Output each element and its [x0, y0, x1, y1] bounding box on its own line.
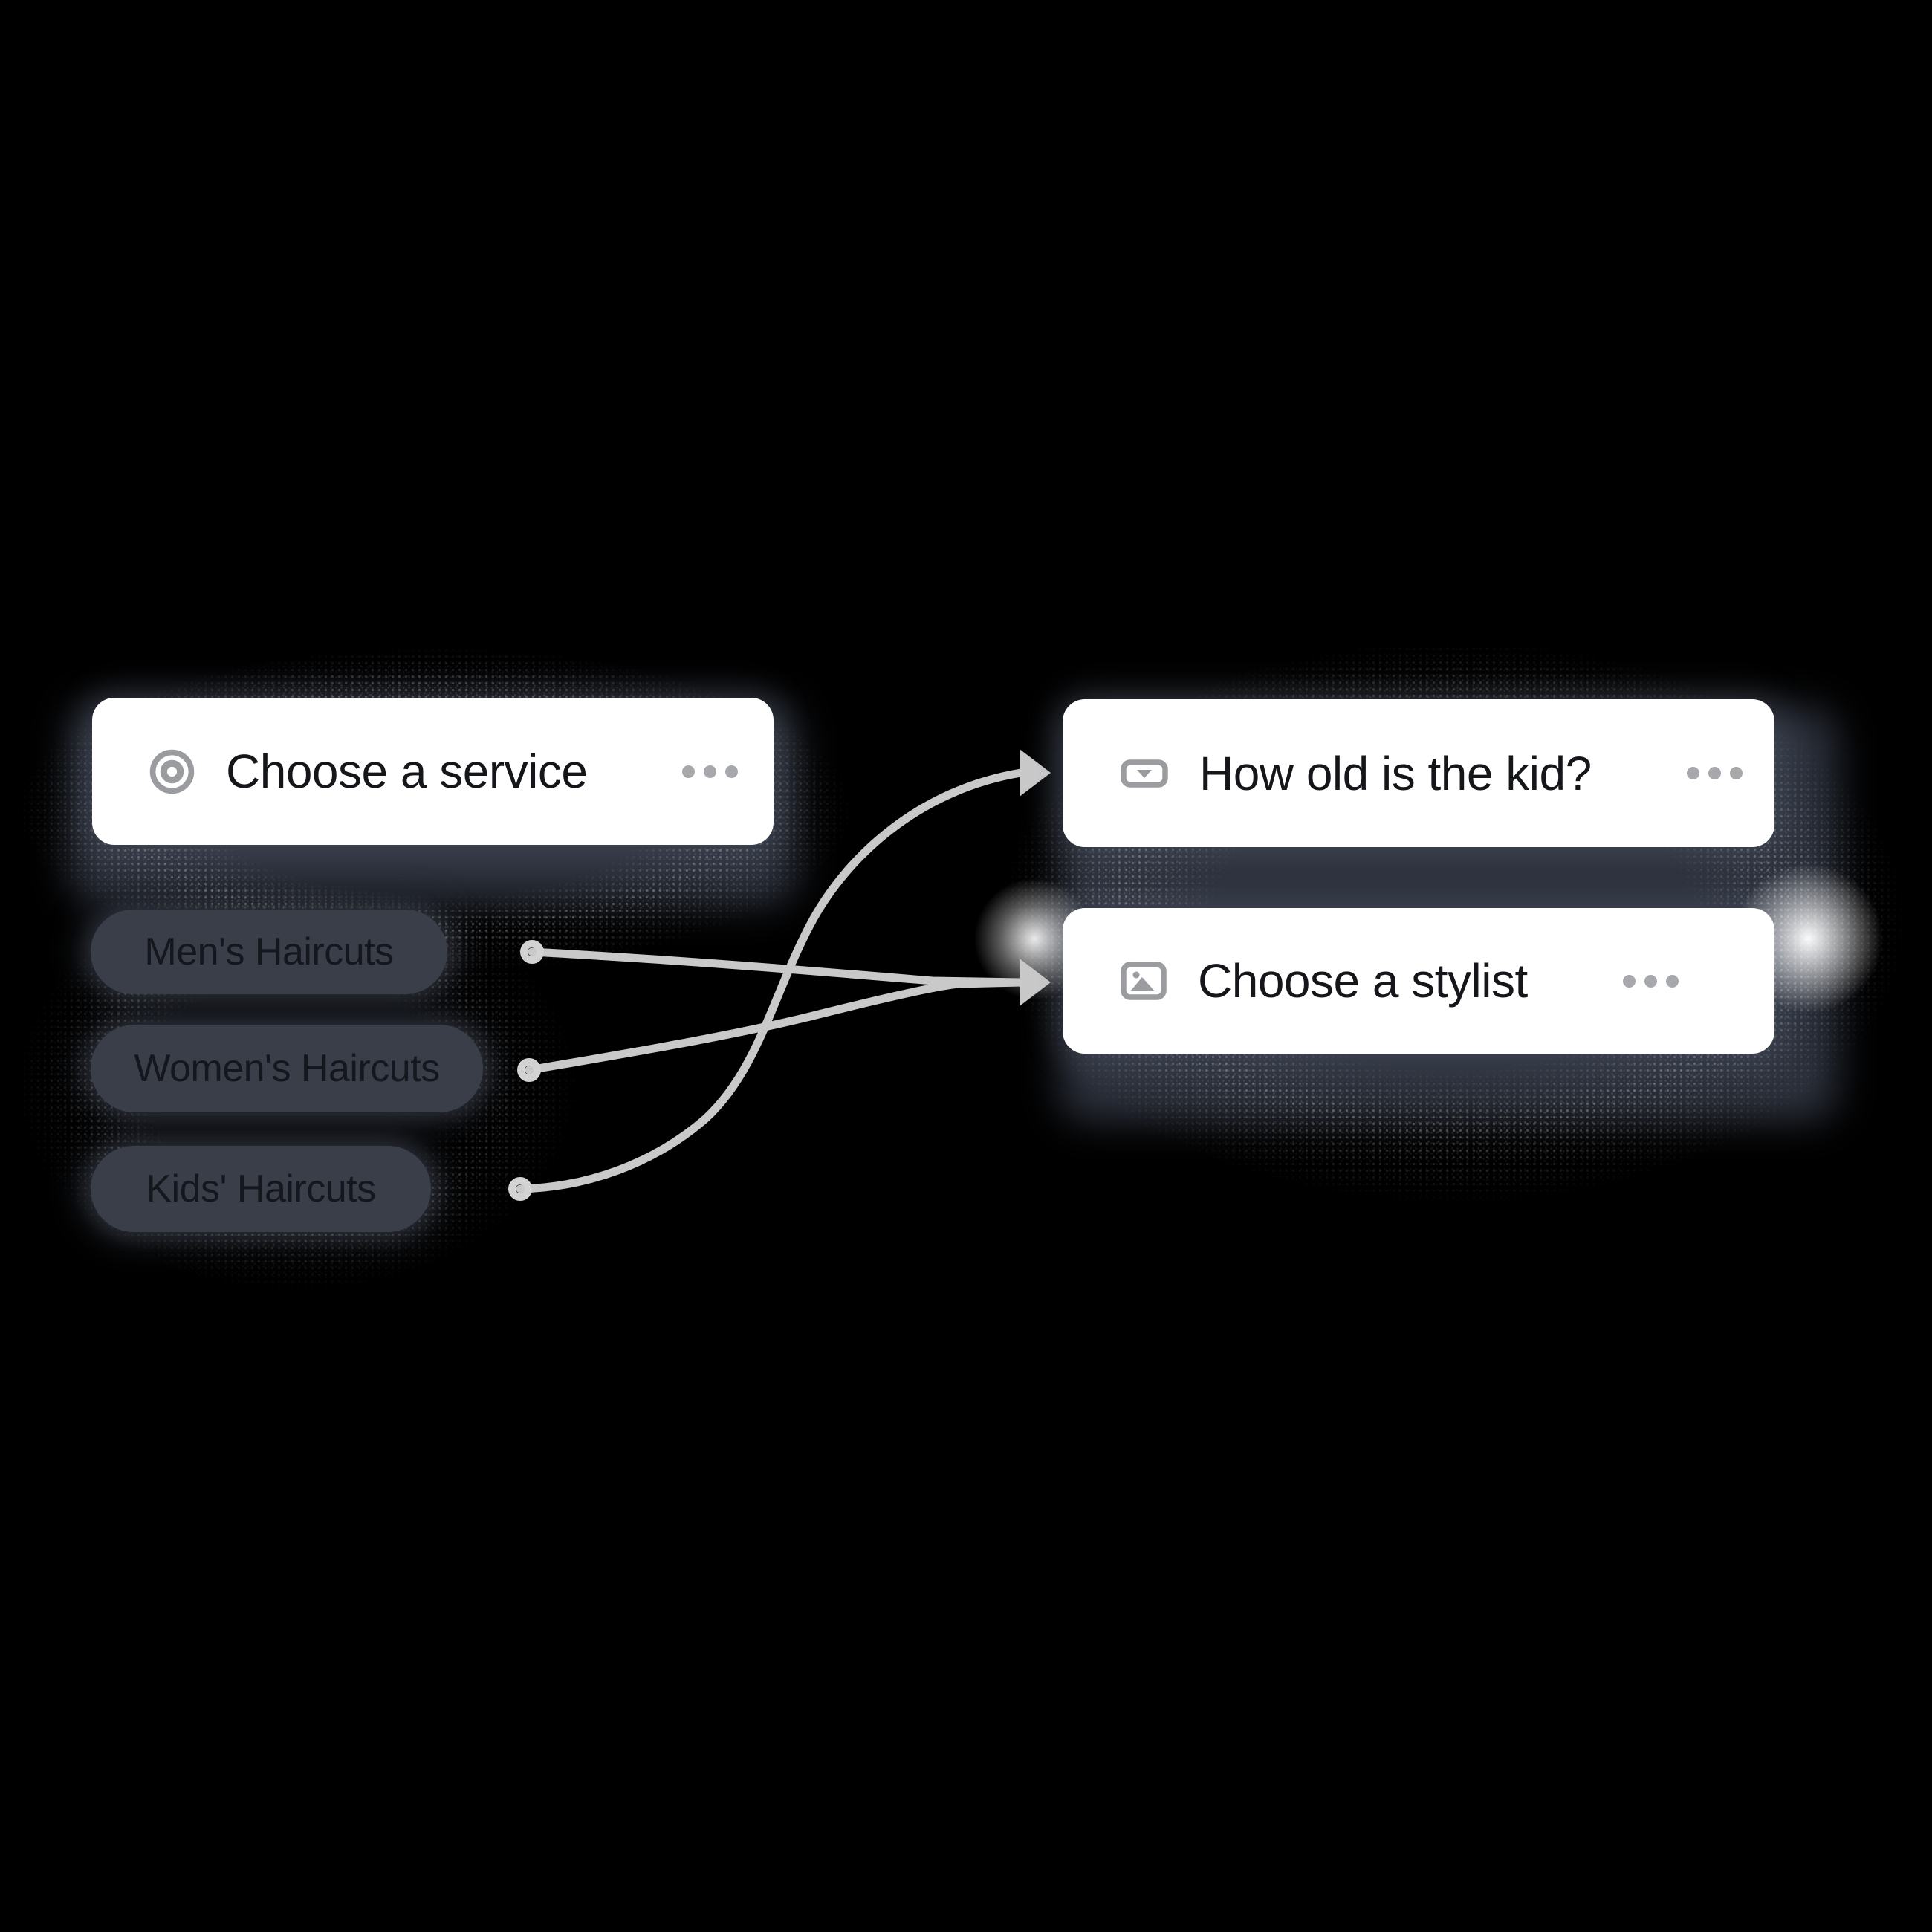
arrowhead-to-kid-age — [1020, 749, 1051, 797]
connector-line-mens-to-stylist — [528, 947, 1025, 987]
more-options-icon[interactable] — [1686, 767, 1743, 779]
arrowhead-to-stylist — [1020, 959, 1051, 1006]
node-card-kid-age[interactable]: How old is the kid? — [1063, 699, 1774, 847]
image-icon — [1121, 962, 1167, 1000]
choice-pill-kids-haircuts[interactable]: Kids' Haircuts — [91, 1146, 431, 1232]
node-title: Choose a service — [226, 745, 588, 798]
node-title: How old is the kid? — [1199, 746, 1592, 800]
choice-label: Kids' Haircuts — [146, 1167, 376, 1210]
connector-line-womens-to-stylist — [525, 978, 1025, 1074]
more-options-icon[interactable] — [1622, 974, 1679, 988]
choice-label: Men's Haircuts — [144, 930, 394, 973]
target-icon — [149, 749, 195, 794]
choice-pill-womens-haircuts[interactable]: Women's Haircuts — [91, 1025, 483, 1112]
choice-label: Women's Haircuts — [134, 1047, 440, 1090]
connector-port-womens[interactable] — [517, 1058, 541, 1082]
more-options-icon[interactable] — [682, 765, 739, 778]
connector-port-mens[interactable] — [520, 940, 544, 964]
node-card-stylist[interactable]: Choose a stylist — [1063, 908, 1774, 1054]
choice-pill-mens-haircuts[interactable]: Men's Haircuts — [91, 910, 447, 994]
node-title: Choose a stylist — [1198, 954, 1528, 1008]
connector-line-kids-to-kid-age — [516, 768, 1025, 1193]
node-card-service[interactable]: Choose a service — [92, 698, 774, 845]
dropdown-icon — [1121, 759, 1168, 788]
connector-port-kids[interactable] — [508, 1177, 532, 1201]
